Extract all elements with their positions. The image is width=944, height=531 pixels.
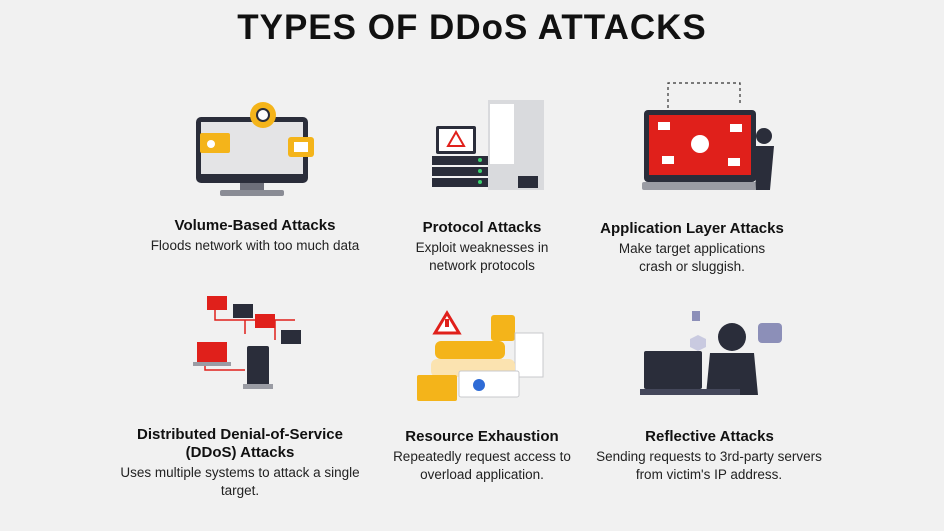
card-title: Resource Exhaustion [405,428,559,445]
card-title: Application Layer Attacks [600,220,784,237]
card-title: Volume-Based Attacks [174,217,336,234]
card-title: Distributed Denial-of-Service (DDoS) Att… [137,426,343,461]
card-volume-based-attacks: Volume-Based Attacks Floods network with… [125,217,385,255]
hooded-hacker-laptop-icon [640,311,782,395]
card-description: Floods network with too much data [150,238,360,253]
card-title: Protocol Attacks [422,219,542,236]
server-warning-icon [432,100,544,190]
monitor-alerts-icon [196,102,314,196]
page-title: TYPES OF DDoS ATTACKS [237,8,707,47]
card-protocol-attacks: Protocol Attacks Exploit weaknesses in n… [352,219,612,275]
card-description: Exploit weaknesses in network protocols [415,240,549,273]
botnet-laptops-icon [193,296,301,389]
card-description: Uses multiple systems to attack a single… [120,465,360,498]
card-reflective-attacks: Reflective Attacks Sending requests to 3… [582,428,837,484]
stacked-resources-icon [417,310,544,401]
card-description: Make target applications crash or sluggi… [618,241,766,274]
card-title: Reflective Attacks [645,428,774,445]
card-application-layer-attacks: Application Layer Attacks Make target ap… [562,220,822,276]
card-description: Sending requests to 3rd-party servers fr… [596,449,822,482]
card-ddos-attacks: Distributed Denial-of-Service (DDoS) Att… [110,426,370,500]
card-resource-exhaustion: Resource Exhaustion Repeatedly request a… [352,428,612,484]
card-description: Repeatedly request access to overload ap… [393,449,571,482]
infected-monitor-hacker-icon [642,82,774,190]
